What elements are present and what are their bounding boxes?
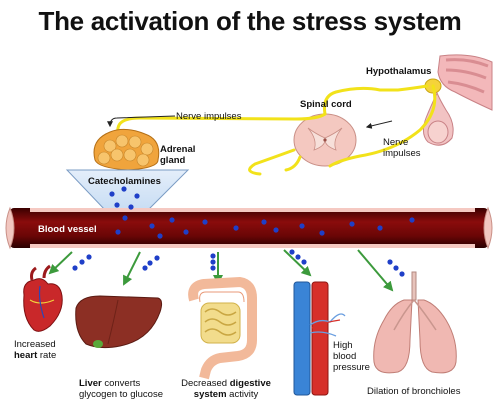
digestive-label-bold: digestive [229, 378, 271, 389]
bronchioles-label: Dilation of bronchioles [367, 386, 461, 397]
spinal-cord-label: Spinal cord [300, 99, 352, 110]
digestive-system [188, 277, 257, 380]
heart-rate-label: Increased heart rate [14, 339, 56, 361]
catecholamines-label: Catecholamines [88, 176, 161, 187]
blood-pressure-label-line1: High [333, 340, 353, 351]
adrenal-gland [93, 128, 160, 171]
adrenal-gland-label-line1: Adrenal [160, 144, 196, 155]
liver-organ [75, 295, 163, 349]
liver-label-line1: Liver converts [79, 378, 163, 389]
blood-pressure-label: High blood pressure [333, 340, 370, 373]
heart-rate-label-line1: Increased [14, 339, 56, 350]
blood-vessel-label: Blood vessel [38, 224, 97, 235]
nerve-impulse-arrow-right [365, 120, 393, 129]
nerve-impulses-top-label: Nerve impulses [176, 111, 242, 122]
digestive-label-line1: Decreased digestive [176, 378, 276, 389]
catecholamine-release-funnel [65, 169, 190, 233]
nerve-impulses-right-label-line1: Nerve [383, 137, 409, 148]
blood-pressure-label-line3: pressure [333, 362, 370, 373]
hypothalamus-label: Hypothalamus [366, 66, 432, 77]
heart-rate-label-line2: heart rate [14, 350, 56, 361]
liver-label-line2: glycogen to glucose [79, 389, 163, 400]
pituitary-gland [422, 91, 454, 146]
heart-label-bold: heart [14, 350, 38, 361]
spinal-cord [293, 113, 357, 167]
nerve-pathways [116, 84, 437, 176]
diagram-title: The activation of the stress system [38, 6, 462, 36]
lungs-organ [373, 271, 457, 374]
effect-arrows [48, 249, 394, 292]
artery-vein-pair [293, 281, 346, 396]
heart-label-rest: rate [37, 350, 57, 361]
nerve-impulses-right-label-line2: impulses [383, 148, 421, 159]
liver-label-bold: Liver [79, 378, 102, 389]
system-label-rest: activity [226, 389, 259, 400]
blood-pressure-label-line2: blood [333, 351, 357, 362]
digestive-label-pre: Decreased [181, 378, 230, 389]
digestive-label: Decreased digestive system activity [176, 378, 276, 400]
nerve-impulse-arrow-top [107, 115, 176, 128]
digestive-label-line2: system activity [176, 389, 276, 400]
heart-organ [23, 264, 63, 332]
adrenal-gland-label-line2: gland [160, 155, 186, 166]
blood-vessel [5, 206, 493, 250]
catecholamine-molecules [72, 186, 415, 277]
liver-label: Liver converts glycogen to glucose [79, 378, 163, 400]
liver-label-rest: converts [101, 378, 141, 389]
system-label-bold: system [193, 389, 227, 400]
